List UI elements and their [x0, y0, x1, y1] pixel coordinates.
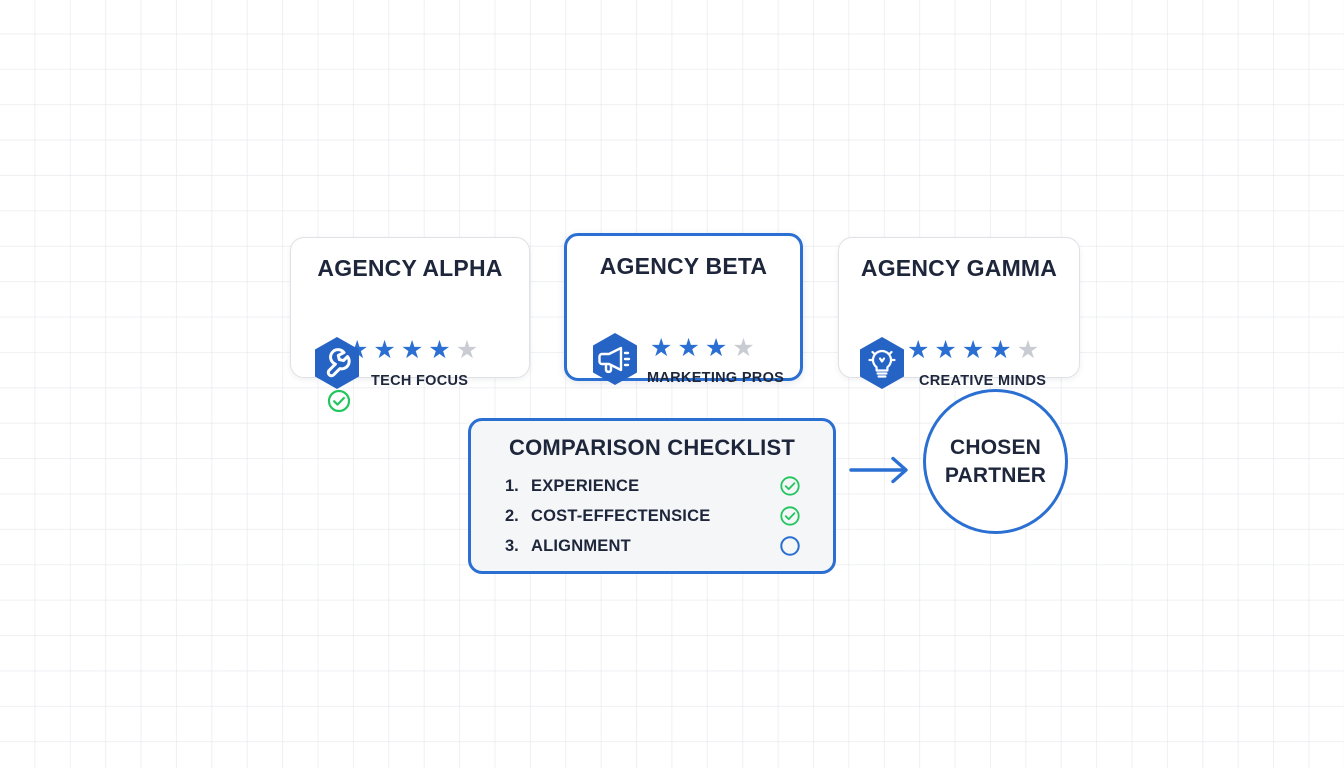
check-circle-icon[interactable]: [779, 505, 801, 527]
star-filled: ★: [989, 336, 1012, 364]
star-filled: ★: [373, 336, 396, 364]
star-empty: ★: [1016, 336, 1040, 364]
agency-card-gamma[interactable]: AGENCY GAMMA ★ ★ ★ ★ ★: [838, 237, 1080, 389]
checklist-item-cost-effectensice[interactable]: 2. COST-EFFECTENSICE: [497, 501, 807, 531]
checklist-item-number: 2.: [505, 506, 519, 525]
agency-card-beta[interactable]: AGENCY BETA ★ ★ ★ ★ MARKETING PROS: [564, 233, 803, 386]
checklist-item-number: 3.: [505, 536, 519, 555]
agency-subtitle-alpha: TECH FOCUS: [371, 373, 469, 389]
checklist-item-alignment[interactable]: 3. ALIGNMENT: [497, 531, 807, 561]
agency-name-alpha: AGENCY ALPHA: [317, 255, 503, 281]
arrow-right-icon: [849, 452, 913, 488]
agency-card-alpha[interactable]: AGENCY ALPHA ★ ★ ★ ★ ★ TECH FOCUS: [290, 237, 530, 413]
empty-circle-icon[interactable]: [779, 535, 801, 557]
star-empty: ★: [732, 334, 755, 362]
checklist-title: COMPARISON CHECKLIST: [509, 435, 795, 460]
check-circle-icon[interactable]: [779, 475, 801, 497]
star-empty: ★: [455, 336, 479, 364]
rating-stars-alpha: ★ ★ ★ ★ ★: [346, 338, 478, 363]
star-filled: ★: [677, 334, 700, 362]
wrench-hexagon-icon: [313, 336, 361, 390]
agency-name-beta: AGENCY BETA: [599, 253, 768, 279]
chosen-partner-node[interactable]: CHOSEN PARTNER: [923, 389, 1068, 534]
rating-stars-beta: ★ ★ ★ ★: [650, 336, 755, 361]
star-filled: ★: [934, 336, 957, 364]
star-filled: ★: [704, 334, 728, 362]
agency-card-body-gamma: ★ ★ ★ ★ ★ CREATIVE MINDS: [839, 282, 1079, 389]
rating-stars-gamma: ★ ★ ★ ★ ★: [907, 338, 1039, 363]
comparison-checklist-card[interactable]: COMPARISON CHECKLIST 1. EXPERIENCE 2. CO…: [468, 418, 836, 574]
agency-subtitle-gamma: CREATIVE MINDS: [919, 373, 1047, 389]
star-filled: ★: [428, 336, 451, 364]
checklist-item-experience[interactable]: 1. EXPERIENCE: [497, 471, 807, 501]
agency-selected-check-icon-alpha: [327, 389, 351, 413]
checklist-item-number: 1.: [505, 476, 519, 495]
lightbulb-hexagon-icon: [858, 336, 906, 390]
checklist-item-label: EXPERIENCE: [531, 476, 640, 495]
star-filled: ★: [907, 336, 930, 364]
star-filled: ★: [650, 334, 673, 362]
checklist-item-label: COST-EFFECTENSICE: [531, 506, 711, 525]
star-filled: ★: [400, 336, 424, 364]
star-filled: ★: [961, 336, 985, 364]
agency-subtitle-beta: MARKETING PROS: [647, 370, 785, 386]
checklist-item-label: ALIGNMENT: [531, 536, 631, 555]
agency-name-gamma: AGENCY GAMMA: [860, 255, 1058, 281]
chosen-partner-line2: PARTNER: [944, 463, 1047, 487]
chosen-partner-line1: CHOSEN: [949, 435, 1042, 459]
agency-card-body-alpha: ★ ★ ★ ★ ★ TECH FOCUS: [291, 282, 529, 413]
agency-card-body-beta: ★ ★ ★ ★ MARKETING PROS: [567, 280, 800, 386]
megaphone-hexagon-icon: [591, 332, 639, 386]
